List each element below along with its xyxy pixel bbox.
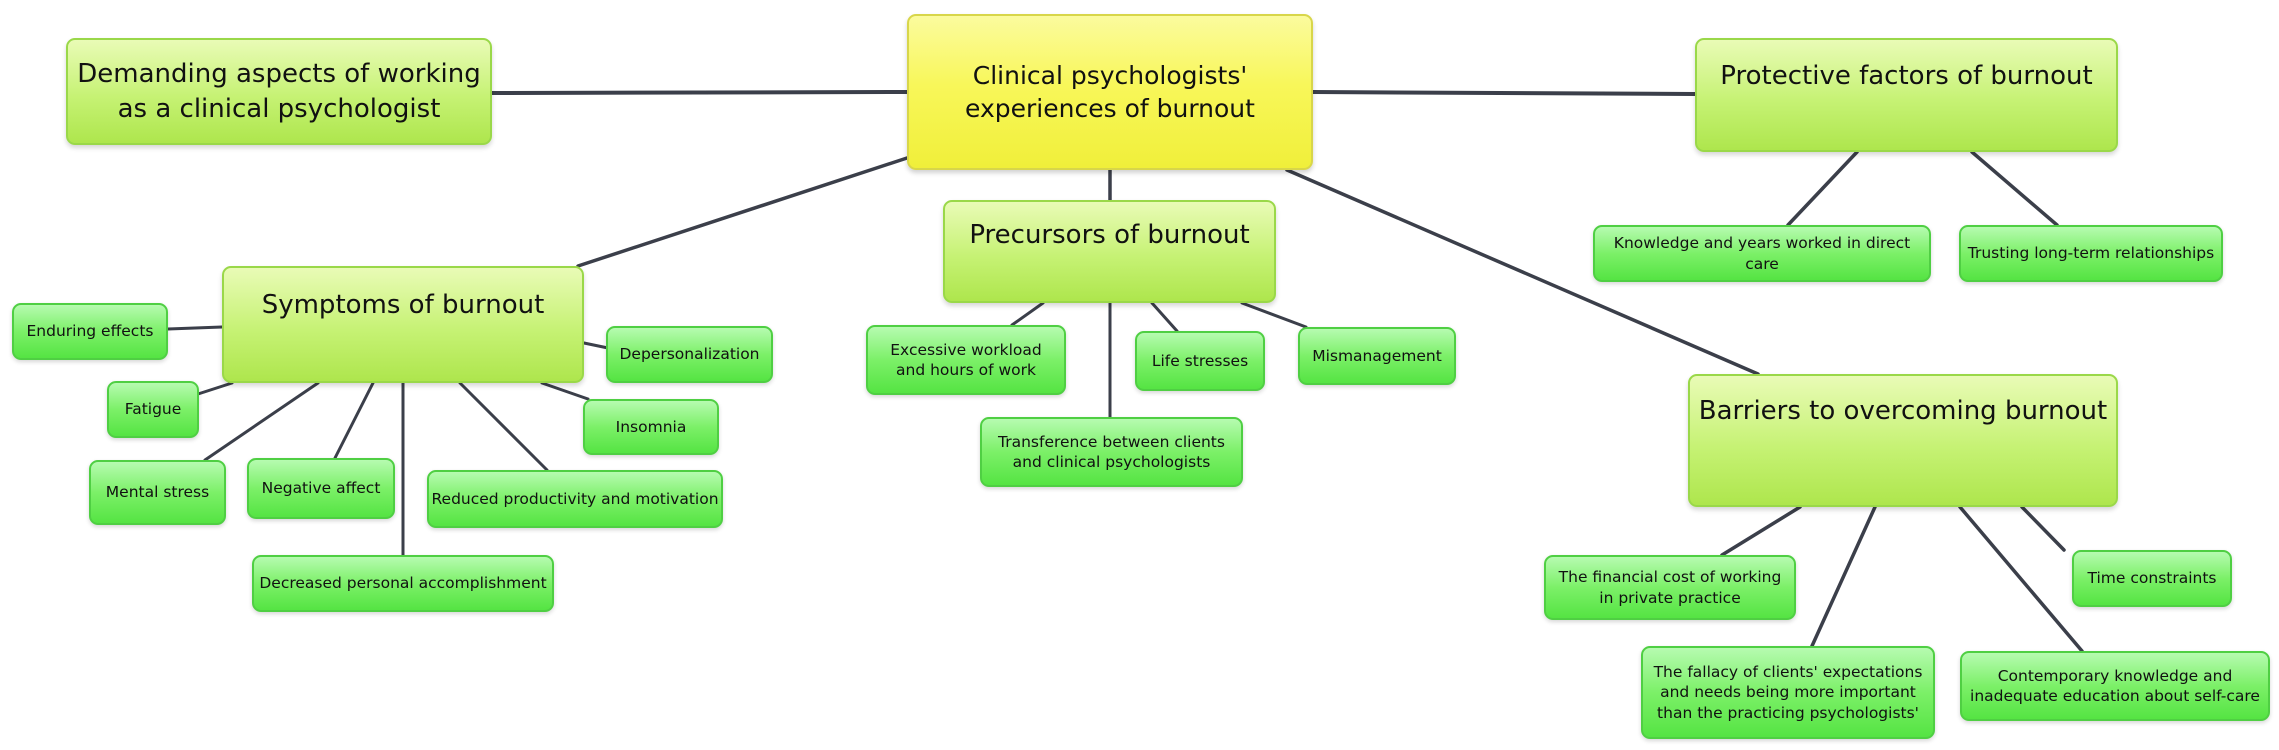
leaf-insomnia[interactable]: Insomnia	[583, 399, 719, 455]
connector-central-barriers	[1285, 168, 1760, 376]
connector-symptoms-fatigue	[196, 381, 234, 396]
leaf-negative-affect[interactable]: Negative affect	[247, 458, 395, 519]
leaf-time-constraints[interactable]: Time constraints	[2072, 550, 2232, 607]
leaf-trusting-relationships[interactable]: Trusting long-term relationships	[1959, 225, 2223, 282]
leaf-fatigue[interactable]: Fatigue	[107, 381, 199, 438]
connector-precursors-workload	[1010, 301, 1045, 327]
connector-barriers-financial	[1720, 505, 1802, 557]
leaf-mismanagement[interactable]: Mismanagement	[1298, 327, 1456, 385]
leaf-enduring-effects[interactable]: Enduring effects	[12, 303, 168, 360]
connector-symptoms-mental	[203, 381, 320, 462]
connector-barriers-contemporary	[1958, 505, 2084, 653]
leaf-decreased-accomplishment[interactable]: Decreased personal accomplishment	[252, 555, 554, 612]
leaf-depersonalization[interactable]: Depersonalization	[606, 326, 773, 383]
connector-symptoms-insomnia	[540, 381, 590, 401]
connector-central-demanding	[490, 90, 909, 95]
topic-symptoms[interactable]: Symptoms of burnout	[222, 266, 584, 383]
connector-protective-trusting	[1970, 150, 2059, 227]
leaf-financial-cost[interactable]: The financial cost of working in private…	[1544, 555, 1796, 620]
central-topic[interactable]: Clinical psychologists' experiences of b…	[907, 14, 1313, 170]
connector-central-symptoms	[576, 156, 909, 268]
topic-demanding-aspects[interactable]: Demanding aspects of working as a clinic…	[66, 38, 492, 145]
leaf-excessive-workload[interactable]: Excessive workload and hours of work	[866, 325, 1066, 395]
topic-protective-factors[interactable]: Protective factors of burnout	[1695, 38, 2118, 152]
connector-symptoms-negative	[333, 381, 375, 460]
connector-barriers-time	[2020, 505, 2066, 552]
connector-central-protective	[1311, 90, 1697, 96]
connector-precursors-life	[1150, 301, 1179, 333]
leaf-contemporary-knowledge[interactable]: Contemporary knowledge and inadequate ed…	[1960, 651, 2270, 721]
leaf-transference[interactable]: Transference between clients and clinica…	[980, 417, 1243, 487]
connector-barriers-fallacy	[1810, 505, 1877, 648]
topic-barriers[interactable]: Barriers to overcoming burnout	[1688, 374, 2118, 507]
leaf-life-stresses[interactable]: Life stresses	[1135, 331, 1265, 391]
connector-protective-knowledge	[1786, 150, 1859, 227]
leaf-mental-stress[interactable]: Mental stress	[89, 460, 226, 525]
connector-symptoms-reduced	[458, 381, 549, 472]
leaf-reduced-productivity[interactable]: Reduced productivity and motivation	[427, 470, 723, 528]
connector-precursors-mismanagement	[1240, 301, 1308, 329]
connector-symptoms-depersonalization	[582, 341, 610, 350]
leaf-fallacy-expectations[interactable]: The fallacy of clients' expectations and…	[1641, 646, 1935, 739]
connector-symptoms-enduring	[166, 325, 224, 331]
leaf-knowledge-years[interactable]: Knowledge and years worked in direct car…	[1593, 225, 1931, 282]
topic-precursors[interactable]: Precursors of burnout	[943, 200, 1276, 303]
